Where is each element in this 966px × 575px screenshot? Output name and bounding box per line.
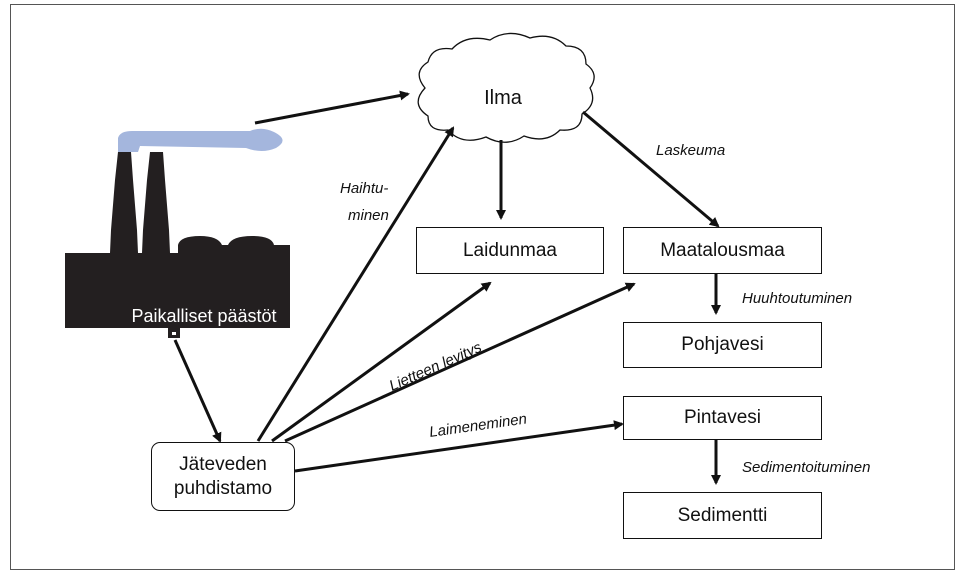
arrow-air-to-farmland (582, 110, 720, 228)
label-sedimentation: Sedimentoituminen (742, 459, 870, 476)
label-evaporation-line1: Haihtu- (340, 180, 388, 197)
diagram-frame (10, 4, 955, 570)
node-wastewater-plant-line1: Jäteveden (179, 453, 267, 475)
arrow-wwtp-to-farmland (284, 282, 636, 443)
node-sediment-label: Sedimentti (677, 504, 768, 526)
node-groundwater-label: Pohjavesi (681, 334, 764, 355)
node-wastewater-plant: Jäteveden puhdistamo (151, 442, 295, 511)
node-surface-water: Pintavesi (623, 396, 822, 440)
outlet-hole (172, 332, 176, 335)
arrow-factory-to-air (254, 90, 410, 125)
node-farmland-label: Maatalousmaa (660, 239, 785, 261)
air-label: Ilma (484, 87, 523, 109)
label-evaporation-line2: minen (348, 207, 389, 224)
air-cloud (417, 32, 595, 143)
node-pasture-label: Laidunmaa (462, 239, 558, 261)
node-surface-water-label: Pintavesi (683, 407, 762, 428)
node-wastewater-plant-line2: puhdistamo (173, 477, 273, 499)
arrow-wwtp-to-surface-water (294, 420, 624, 473)
node-farmland: Maatalousmaa (623, 227, 822, 274)
factory-label: Paikalliset päästöt (131, 306, 276, 326)
node-pasture: Laidunmaa (416, 227, 604, 274)
arrow-factory-to-wwtp (173, 339, 222, 443)
arrow-wwtp-to-air (256, 126, 455, 442)
arrow-wwtp-to-pasture (271, 281, 492, 443)
label-dilution: Laimeneminen (428, 410, 528, 441)
node-sediment: Sedimentti (623, 492, 822, 539)
label-leaching: Huuhtoutuminen (742, 290, 852, 307)
node-groundwater: Pohjavesi (623, 322, 822, 368)
smoke-plume (118, 128, 283, 152)
label-deposition: Laskeuma (656, 142, 725, 159)
